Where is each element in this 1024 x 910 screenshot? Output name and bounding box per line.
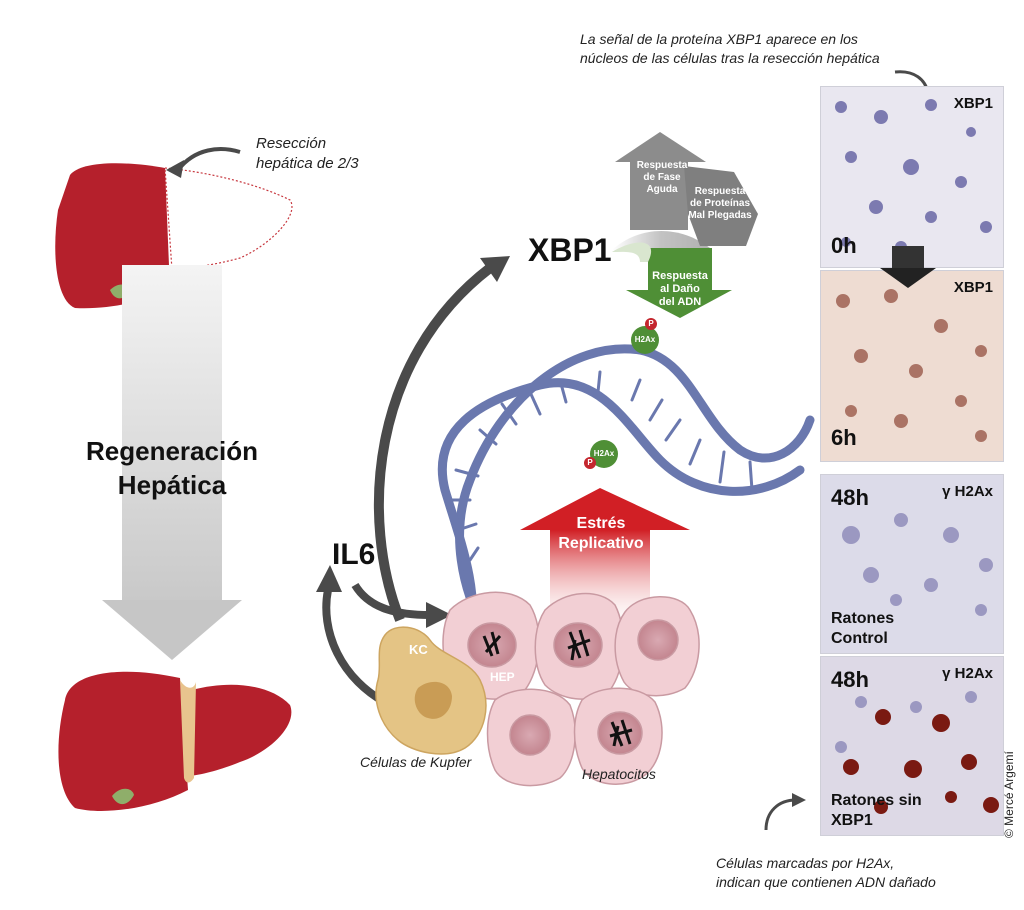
misfolded-protein-label: Respuesta de Proteínas Mal Plegadas [688,186,752,221]
panel-6h-marker: XBP1 [953,279,993,296]
nuclei-0h [835,99,992,253]
misfolded-protein-response-arrow [684,166,758,246]
regeneration-title-line1: Regeneración [86,436,258,466]
h2ax-label-bottom: H2Ax [593,449,615,458]
top-note: La señal de la proteína XBP1 aparece en … [580,31,880,66]
panel-48h-control-time: 48h [831,485,869,510]
il6-label: IL6 [332,538,376,571]
h2ax-marker-top [631,318,659,354]
panel-48h-control-group: Ratones Control [831,610,895,647]
dna-damage-label: Respuesta al Daño del ADN [652,270,708,308]
kupffer-cell [375,626,487,755]
time-progress-arrow [880,246,936,288]
micrograph-48h-noxbp1: 48h γ H2Ax Ratones sin XBP1 [820,656,1004,836]
h2ax-marker-bottom [584,440,618,469]
micrograph-0h: XBP1 0h [820,86,1004,268]
nuclei-6h [836,289,987,442]
nuclei-48h-noxbp1 [835,691,999,814]
hep-label: HEP [490,670,515,684]
panel-48h-noxbp1-marker: γ H2Ax [942,665,993,682]
il6-to-hep-arrow [351,582,431,619]
panel-48h-noxbp1-group: Ratones sin XBP1 [831,792,922,829]
dna-damage-response-arrow [612,242,732,318]
dna-helix [437,344,815,645]
panel-0h-time: 0h [831,233,857,258]
nuclei-48h-control [842,513,993,616]
micrograph-6h: XBP1 6h [820,270,1004,462]
micrograph-48h-control: 48h γ H2Ax Ratones Control [820,474,1004,654]
kc-label: KC [409,642,428,657]
bottom-note: Células marcadas por H2Ax, indican que c… [716,855,936,890]
h2ax-label-top: H2Ax [634,335,656,344]
acute-phase-response-arrow [615,132,706,230]
panel-6h-time: 6h [831,425,857,450]
acute-phase-label: Respuesta de Fase Aguda [636,160,688,195]
regeneration-title: Regeneración Hepática [62,434,282,502]
panel-0h-marker: XBP1 [953,95,993,112]
replicative-stress-label: Estrés Replicativo [558,515,644,552]
panel-48h-control-marker: γ H2Ax [942,483,993,500]
kupffer-caption: Células de Kupfer [360,754,472,770]
bottom-note-arrow [764,798,797,831]
kc-to-il6-arrow [322,589,392,709]
resection-note: Resección hepática de 2/3 [256,135,359,172]
phospho-label-bottom: P [587,458,593,467]
panel-48h-noxbp1-time: 48h [831,667,869,692]
xbp1-label: XBP1 [528,232,612,268]
resection-arrow [176,147,241,172]
regenerated-liver [58,671,292,811]
copyright: © Mercé Argemí [1002,751,1016,838]
regeneration-arrow [102,265,242,660]
chromosomes [482,629,633,747]
il6-to-xbp1-arrow [373,264,494,622]
regeneration-title-line2: Hepática [117,470,227,500]
hepatocytes-caption: Hepatocitos [582,766,656,782]
phospho-label-top: P [648,319,654,328]
